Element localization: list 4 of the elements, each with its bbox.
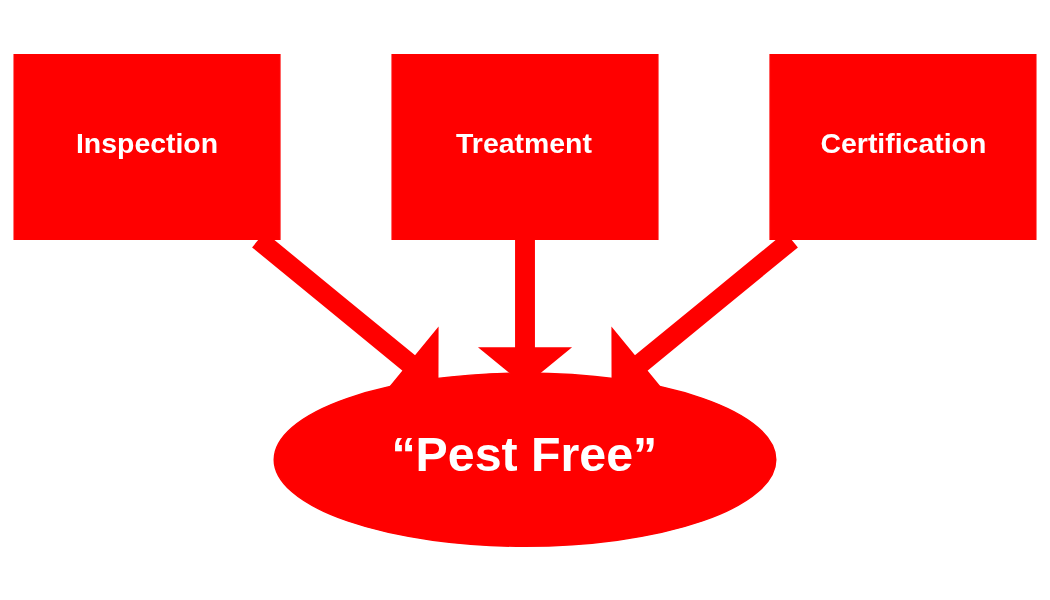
node-box: Treatment — [391, 53, 659, 240]
node-ellipse: “Pest Free” — [273, 371, 777, 547]
node-box: Inspection — [13, 53, 281, 240]
node-box: Certification — [769, 53, 1037, 240]
